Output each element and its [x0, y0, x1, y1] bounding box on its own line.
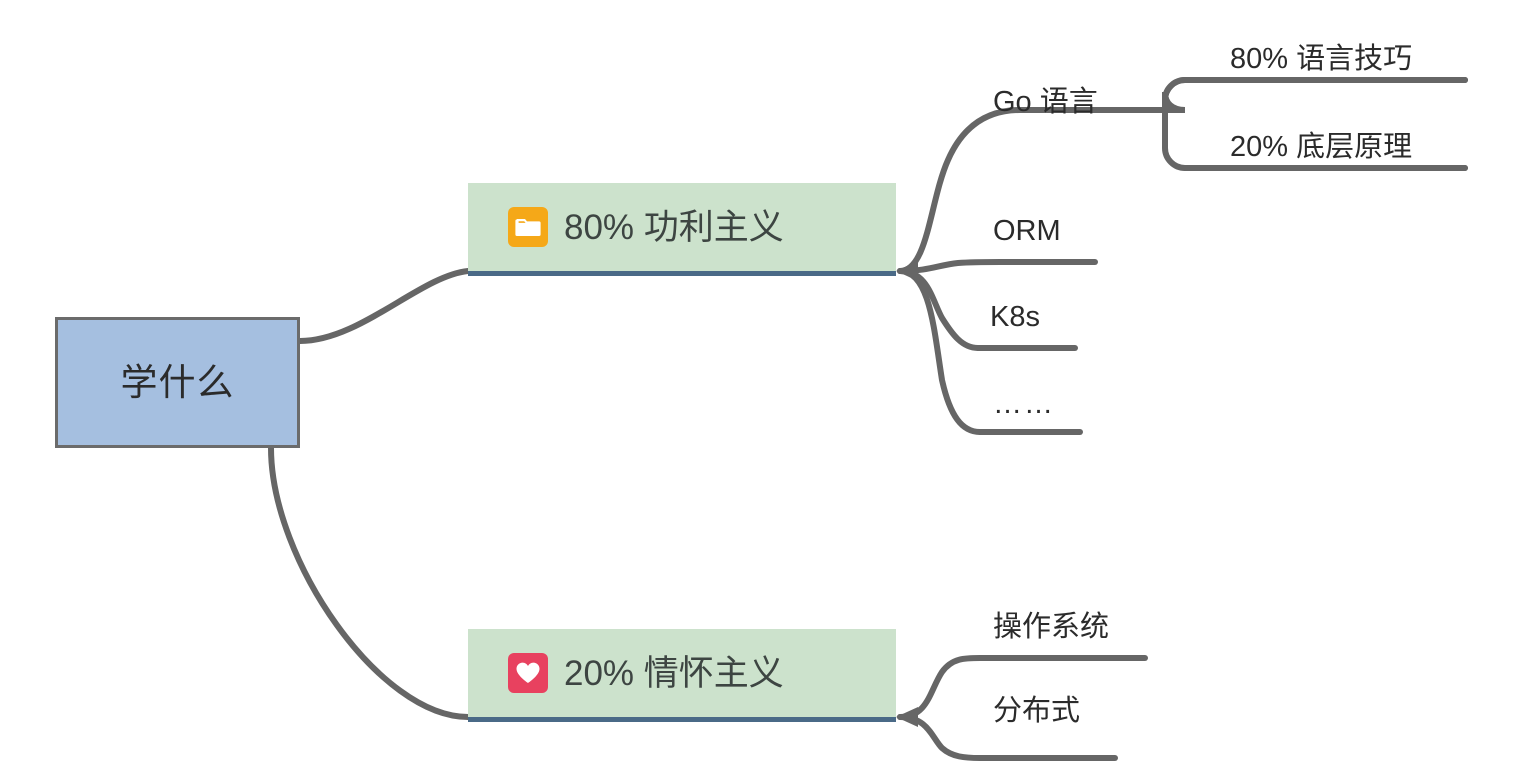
junction-utility: [896, 261, 918, 281]
leaf-underlying-principles[interactable]: 20% 底层原理: [1230, 131, 1413, 163]
leaf-operating-system[interactable]: 操作系统: [993, 611, 1110, 643]
branch-underline-utility: [468, 271, 896, 276]
root-node[interactable]: 学什么: [55, 317, 300, 448]
edge-root-to-utility: [297, 268, 471, 344]
branch-node-passion[interactable]: 20% 情怀主义: [468, 629, 896, 722]
folder-icon: [508, 207, 548, 247]
branch-node-passion-label: 20% 情怀主义: [564, 653, 784, 693]
leaf-language-skills[interactable]: 80% 语言技巧: [1230, 43, 1413, 75]
leaf-k8s[interactable]: K8s: [990, 301, 1040, 333]
branch-node-utility[interactable]: 80% 功利主义: [468, 183, 896, 276]
heart-icon: [508, 653, 548, 693]
edge-passion-to-os: [897, 655, 983, 720]
root-node-label: 学什么: [120, 362, 235, 403]
branch-node-utility-label: 80% 功利主义: [564, 207, 784, 247]
edge-passion-to-dist: [897, 714, 983, 761]
edge-junctions: [896, 261, 918, 727]
leaf-ellipsis[interactable]: ……: [993, 388, 1055, 420]
branch-underline-passion: [468, 717, 896, 722]
leaf-go-language[interactable]: Go 语言: [993, 86, 1098, 118]
junction-passion: [896, 707, 918, 727]
edge-go-bracket: [1162, 77, 1468, 113]
leaf-orm[interactable]: ORM: [993, 215, 1061, 247]
edge-utility-to-etc: [897, 268, 983, 435]
edge-utility-to-orm: [897, 259, 1003, 274]
edge-root-to-passion: [268, 445, 471, 720]
edge-utility-to-k8s: [897, 268, 981, 351]
leaf-distributed-systems[interactable]: 分布式: [993, 695, 1081, 727]
